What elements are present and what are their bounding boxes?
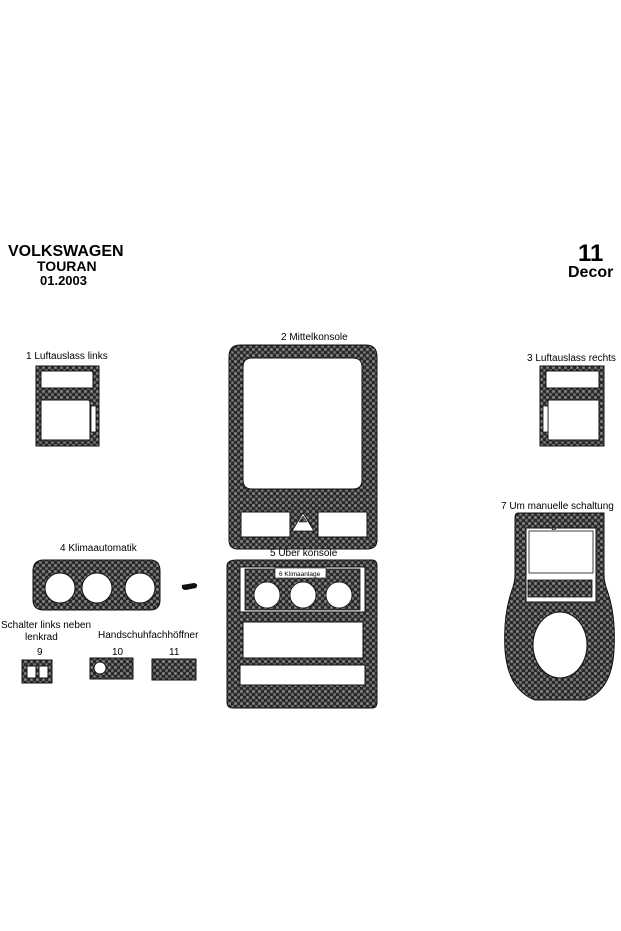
pointer-hand-icon	[181, 583, 198, 590]
label-part-4: 4 Klimaautomatik	[60, 543, 137, 554]
part-1-left-air-vent	[35, 365, 100, 447]
part-11-trim-strip	[151, 658, 197, 681]
label-part-5: 5 Über konsole	[270, 548, 338, 559]
part-3-right-air-vent	[539, 365, 605, 447]
part-5-lower-console: 6 Klimaanlage	[226, 559, 378, 709]
label-part-1: 1 Luftauslass links	[26, 351, 108, 362]
label-part-10-number: 10	[112, 647, 124, 658]
label-part-11-number: 11	[169, 647, 180, 658]
label-part-3: 3 Luftauslass rechts	[527, 353, 616, 364]
model-date: 01.2003	[40, 273, 87, 288]
label-part-6: 6 Klimaanlage	[279, 571, 321, 578]
model-title: TOURAN	[37, 258, 97, 274]
part-7-gear-shift-surround	[504, 512, 615, 701]
set-name: Decor	[568, 264, 614, 281]
part-9-switch-panel	[21, 659, 53, 684]
part-10-glovebox-opener	[89, 657, 134, 680]
label-part-2: 2 Mittelkonsole	[281, 332, 348, 343]
set-number: 11	[578, 240, 604, 267]
label-part-7: 7 Um manuelle schaltung	[501, 501, 614, 512]
part-4-climate-control-panel	[32, 559, 198, 611]
part-8-inner-frame	[528, 530, 594, 574]
label-part-9-number: 9	[37, 647, 43, 658]
brand-title: VOLKSWAGEN	[8, 243, 124, 260]
part-2-center-console	[228, 344, 378, 550]
label-part-10: Handschuhfachhöffner	[98, 630, 199, 641]
label-part-9-line2: lenkrad	[25, 632, 58, 643]
label-part-9-line1: Schalter links neben	[1, 620, 92, 631]
part-6-label-box	[274, 567, 327, 579]
